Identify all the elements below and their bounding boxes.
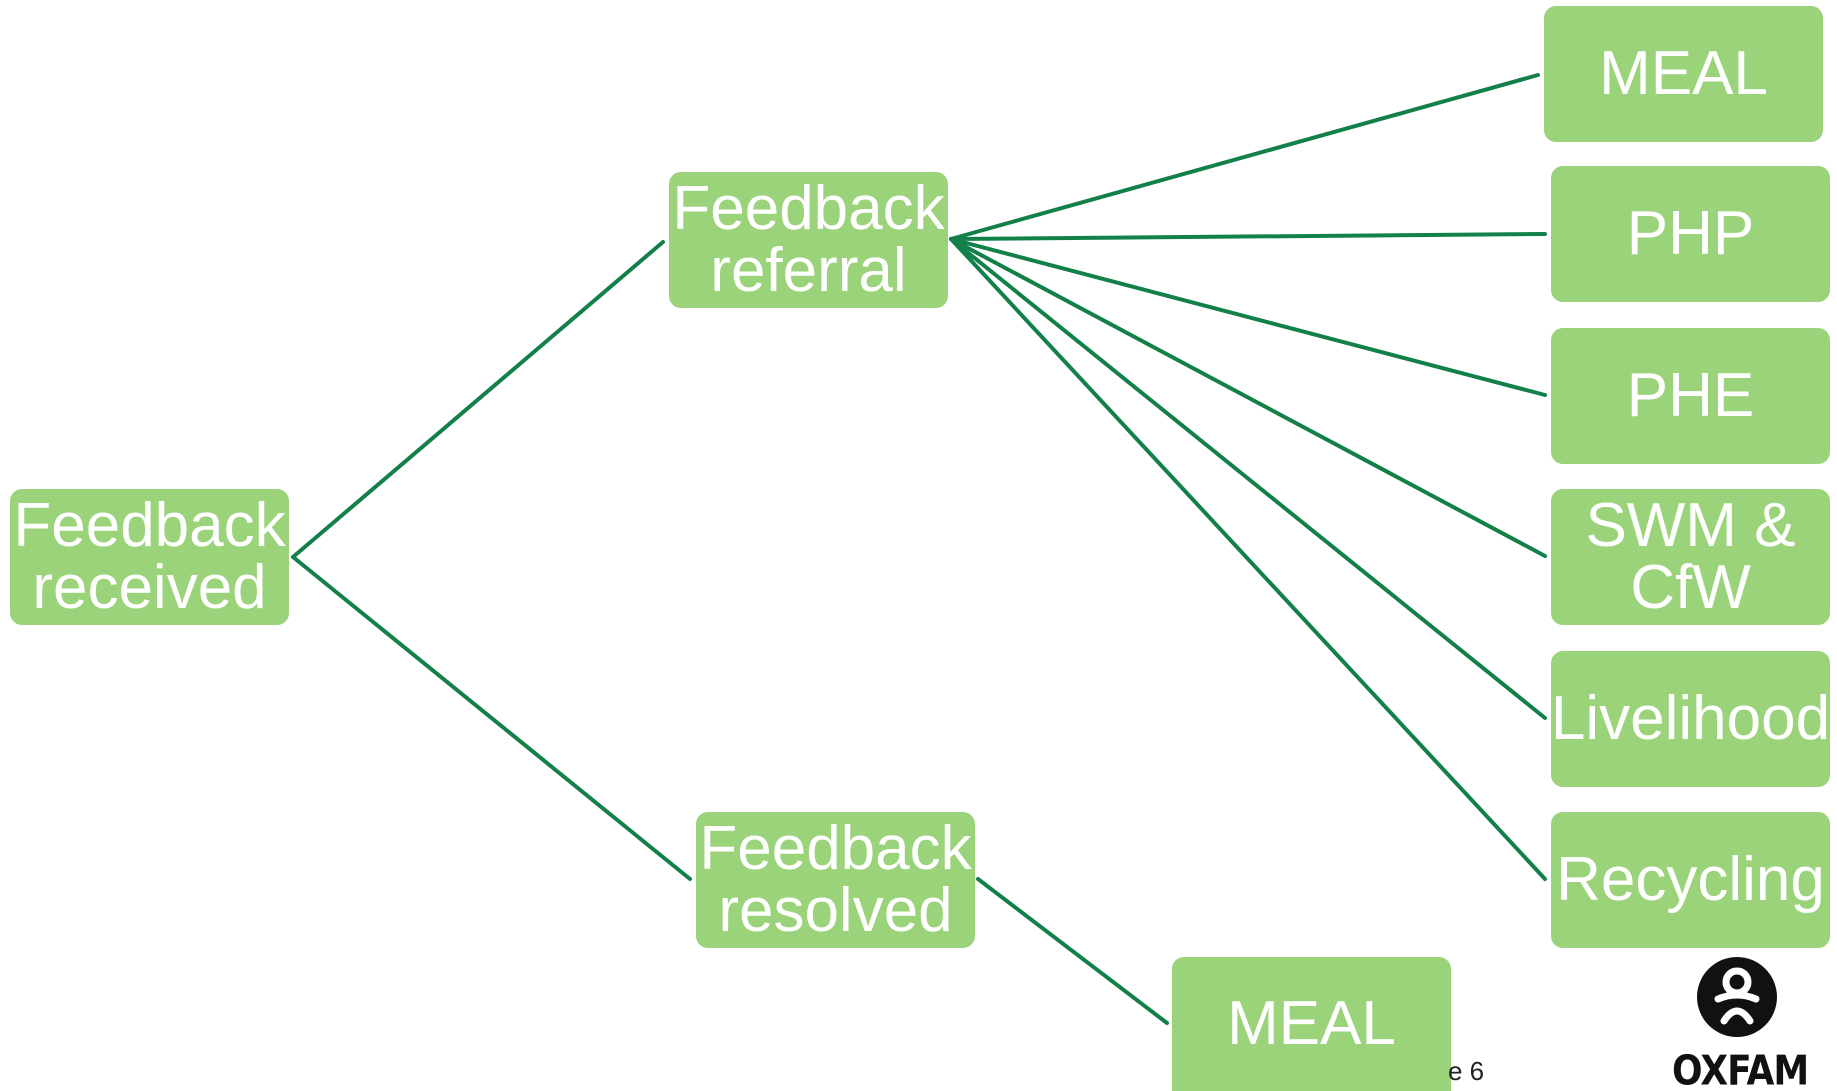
node-meal: MEAL (1544, 6, 1823, 142)
edge-received-to-resolved (291, 555, 692, 881)
node-livelihood: Livelihood (1551, 651, 1830, 787)
edge-referral-to-php (949, 232, 1547, 241)
node-recycling: Recycling (1551, 812, 1830, 948)
edge-referral-to-meal (949, 73, 1540, 241)
edge-received-to-referral (291, 240, 665, 559)
edge-referral-to-livelihood (949, 237, 1547, 720)
oxfam-figure-icon (1697, 957, 1777, 1037)
node-meal-resolved: MEAL (1172, 957, 1451, 1091)
edge-referral-to-swm (949, 237, 1547, 558)
node-feedback-received: Feedback received (10, 489, 289, 625)
node-swm-cfw: SWM & CfW (1551, 489, 1830, 625)
node-phe: PHE (1551, 328, 1830, 464)
page-number: e 6 (1448, 1056, 1485, 1086)
edge-referral-to-recycling (949, 237, 1547, 881)
oxfam-wordmark: OXFAM (1672, 1047, 1809, 1091)
node-feedback-referral: Feedback referral (669, 172, 948, 308)
edge-resolved-to-meal (976, 877, 1169, 1025)
node-php: PHP (1551, 166, 1830, 302)
node-feedback-resolved: Feedback resolved (696, 812, 975, 948)
edge-referral-to-phe (949, 237, 1547, 397)
oxfam-logo: OXFAM (1672, 955, 1809, 1091)
